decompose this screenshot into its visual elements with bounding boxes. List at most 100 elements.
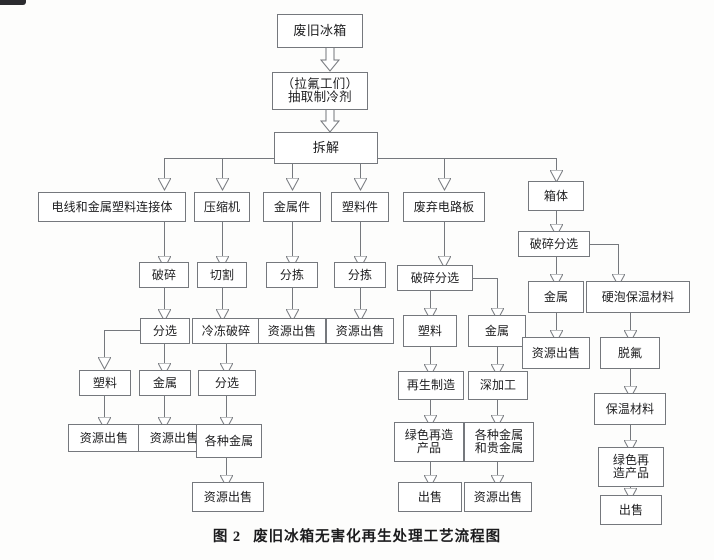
line-variousmetals-to-sale (226, 458, 227, 482)
arrowhead-cabsort-to-foam (612, 274, 625, 287)
bus-drop-wire (164, 158, 165, 182)
node-resource-sale-precious[interactable]: 资源出售 (464, 482, 532, 512)
node-metal-a[interactable]: 金属 (139, 370, 191, 396)
node-board-metal[interactable]: 金属 (468, 315, 526, 347)
bus-drop-compressor (222, 158, 223, 182)
node-separate-2[interactable]: 分选 (198, 370, 256, 396)
node-various-and-precious-metals[interactable]: 各种金属 和贵金属 (464, 422, 534, 462)
node-deep-processing[interactable]: 深加工 (468, 371, 528, 400)
node-rigid-foam-insulation[interactable]: 硬泡保温材料 (586, 281, 690, 313)
node-sort-2[interactable]: 分拣 (334, 262, 386, 288)
line-preciousmetals-to-sale (497, 462, 498, 482)
node-cabinet[interactable]: 箱体 (528, 181, 584, 211)
node-regen-manufacture[interactable]: 再生制造 (398, 371, 464, 400)
arrowhead-wire (158, 178, 171, 191)
line-separate1-to-plastic (104, 330, 105, 364)
line-metal-to-sale (164, 396, 165, 424)
node-cut[interactable]: 切割 (197, 262, 247, 288)
line-regen-to-greenproduct (430, 400, 431, 422)
arrowhead-boardsort-to-metal (491, 308, 504, 321)
line-sort2-to-sale (360, 288, 361, 316)
arrowhead-variousmetals-to-sale (220, 475, 233, 488)
node-various-metals[interactable]: 各种金属 (196, 424, 262, 458)
scan-artifact (0, 0, 26, 5)
node-waste-circuit-board[interactable]: 废弃电路板 (403, 192, 485, 222)
node-disassembly[interactable]: 拆解 (274, 132, 378, 164)
line-cabmetal-to-sale (556, 313, 557, 337)
node-resource-sale-metalparts[interactable]: 资源出售 (258, 318, 326, 344)
line-freezecrush-to-separate2 (226, 344, 227, 370)
node-defluorination[interactable]: 脱氟 (600, 337, 660, 369)
line-boardsort-branch (473, 278, 497, 279)
arrowhead-separate1-to-plastic (98, 357, 111, 370)
line-plastic-to-sale (104, 396, 105, 424)
arrowhead-plastic-to-sale (98, 417, 111, 430)
bus-drop-plasticparts (360, 158, 361, 182)
node-crush-1[interactable]: 破碎 (139, 262, 189, 288)
node-metal-parts[interactable]: 金属件 (263, 192, 321, 222)
node-freeze-crush[interactable]: 冷冻破碎 (192, 318, 260, 344)
arrowhead-cabmetal-to-sale (550, 330, 563, 343)
bus-drop-metalparts (292, 158, 293, 182)
line-defluor-to-insulation (630, 369, 631, 393)
node-board-plastic[interactable]: 塑料 (403, 315, 457, 347)
line-cabsort-to-foam (618, 244, 619, 281)
arrowhead-crush-to-separate (158, 309, 171, 322)
node-plastic-a[interactable]: 塑料 (79, 370, 131, 396)
line-foam-to-defluor (630, 313, 631, 337)
node-resource-sale-plasticparts[interactable]: 资源出售 (326, 318, 394, 344)
arrowhead-plasticparts (354, 178, 367, 191)
node-wire-metal-plastic-connector[interactable]: 电线和金属塑料连接体 (38, 192, 186, 222)
node-plastic-parts[interactable]: 塑料件 (331, 192, 389, 222)
line-boardsort-to-plastic (430, 291, 431, 315)
arrowhead-cut-to-freezecrush (216, 309, 229, 322)
line-wire-to-crush (164, 222, 165, 260)
bus-drop-board (444, 158, 445, 182)
node-separate-1[interactable]: 分选 (140, 318, 190, 344)
node-crush-sort-board[interactable]: 破碎分选 (397, 265, 473, 291)
arrowhead-cabinet (550, 170, 563, 183)
node-crush-sort-cabinet[interactable]: 破碎分选 (518, 231, 590, 257)
arrowhead-cabsort-to-metal (550, 274, 563, 287)
node-cabinet-metal[interactable]: 金属 (528, 281, 584, 313)
arrowhead-sort1-to-sale (286, 309, 299, 322)
line-separate1-elbow (104, 330, 140, 331)
node-sale-1[interactable]: 出售 (398, 482, 462, 512)
arrowhead-board-to-crushsort (438, 256, 451, 269)
line-compressor-to-cut (222, 222, 223, 260)
line-crush-to-separate (164, 288, 165, 316)
arrowhead-metal-to-sale (158, 417, 171, 430)
line-cabsort-to-metal (556, 257, 557, 281)
line-greenproduct-to-sale (430, 462, 431, 482)
figure-caption-number: 图 2 (212, 529, 242, 545)
arrowhead-boardplastic-to-regen (424, 364, 437, 377)
arrowhead-foam-to-defluor (624, 330, 637, 343)
node-sort-1[interactable]: 分拣 (266, 262, 318, 288)
line-deepproc-to-preciousmetals (497, 400, 498, 422)
line-cut-to-freezecrush (222, 288, 223, 316)
figure-caption-text: 废旧冰箱无害化再生处理工艺流程图 (253, 529, 502, 545)
node-compressor[interactable]: 压缩机 (194, 192, 250, 222)
node-sale-2[interactable]: 出售 (600, 495, 662, 525)
node-green-remanufactured-product[interactable]: 绿色再造 产品 (394, 422, 464, 462)
arrowhead-deepproc-to-preciousmetals (491, 415, 504, 428)
node-resource-sale-cabinet-metal[interactable]: 资源出售 (522, 337, 590, 369)
arrow-fridge-to-extract (319, 47, 341, 72)
line-insulation-to-greenproduct2 (630, 425, 631, 447)
arrowhead-sort2-to-sale (354, 309, 367, 322)
node-extract-refrigerant[interactable]: （拉氟工们） 抽取制冷剂 (272, 72, 368, 110)
bus-left-disassembly (164, 158, 274, 159)
node-waste-fridge[interactable]: 废旧冰箱 (277, 14, 363, 48)
arrowhead-freezecrush-to-separate2 (220, 363, 233, 376)
arrowhead-board (438, 178, 451, 191)
arrowhead-metalparts (286, 178, 299, 191)
line-cabinet-to-crushsort (556, 211, 557, 231)
node-resource-sale-various[interactable]: 资源出售 (192, 482, 264, 512)
arrowhead-regen-to-greenproduct (424, 415, 437, 428)
node-resource-sale-plastic-a[interactable]: 资源出售 (68, 424, 140, 452)
node-insulation-material[interactable]: 保温材料 (594, 393, 666, 425)
line-metalparts-to-sort (292, 222, 293, 260)
node-green-remanufactured-product-2[interactable]: 绿色再 造产品 (598, 447, 664, 487)
line-boardsort-to-metal (497, 278, 498, 315)
